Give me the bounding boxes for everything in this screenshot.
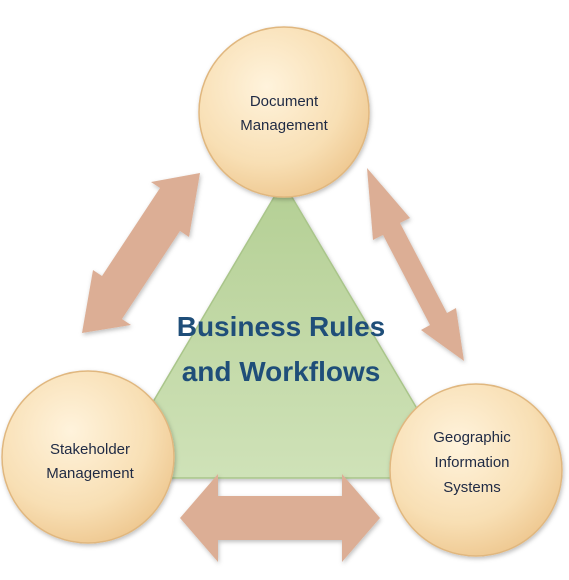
center-title-line1: Business Rules	[177, 311, 386, 342]
node-stakeholder-management: Stakeholder Management	[1, 370, 175, 544]
node-label-line: Geographic	[433, 429, 511, 446]
arrow-top-right	[367, 168, 464, 361]
node-label-line: Document	[250, 93, 319, 110]
node-label-line: Management	[240, 117, 328, 134]
node-circle	[389, 383, 563, 557]
center-triangle	[106, 180, 460, 479]
node-document-management: Document Management	[198, 26, 370, 198]
node-label-line: Stakeholder	[50, 441, 130, 458]
node-geographic-information-systems: Geographic Information Systems	[389, 383, 563, 557]
node-circle	[198, 26, 370, 198]
arrow-top-left	[82, 173, 200, 333]
node-label-line: Systems	[443, 479, 501, 496]
center-title-line2: and Workflows	[182, 356, 381, 387]
arrow-left-right	[180, 474, 380, 562]
node-label-line: Information	[434, 454, 509, 471]
node-circle	[1, 370, 175, 544]
node-label-line: Management	[46, 465, 134, 482]
